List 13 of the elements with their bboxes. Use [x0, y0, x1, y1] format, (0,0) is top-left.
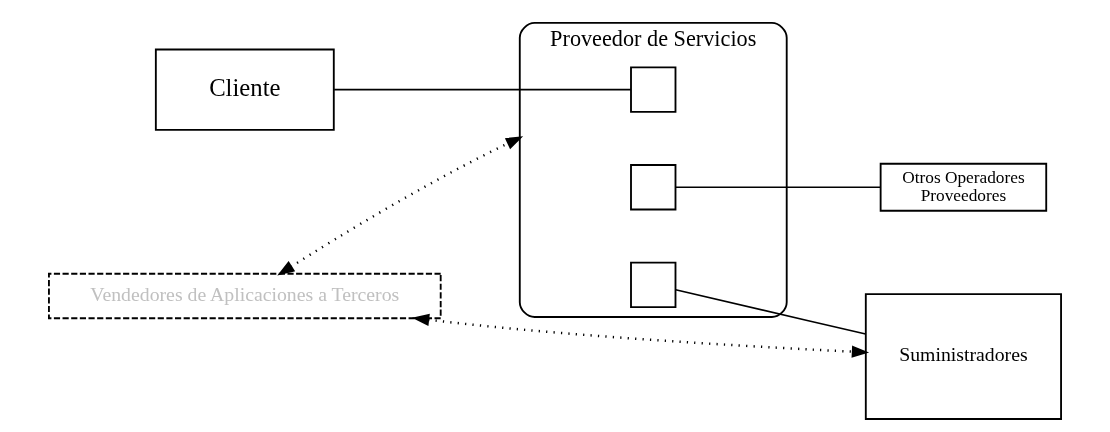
node-box: Suministradores — [864, 293, 1062, 420]
connector — [674, 289, 867, 335]
node-box — [630, 66, 677, 113]
connector — [333, 88, 632, 91]
node-box: Vendedores de Aplicaciones a Terceros — [48, 272, 442, 320]
arrow — [411, 313, 870, 358]
node-box — [630, 261, 677, 309]
connector — [674, 186, 882, 189]
node-box: Otros Operadores Proveedores — [879, 162, 1048, 212]
node-box: Cliente — [154, 48, 335, 131]
node-box — [630, 164, 677, 211]
cluster: Proveedor de Servicios — [518, 22, 788, 318]
arrow — [277, 136, 524, 276]
